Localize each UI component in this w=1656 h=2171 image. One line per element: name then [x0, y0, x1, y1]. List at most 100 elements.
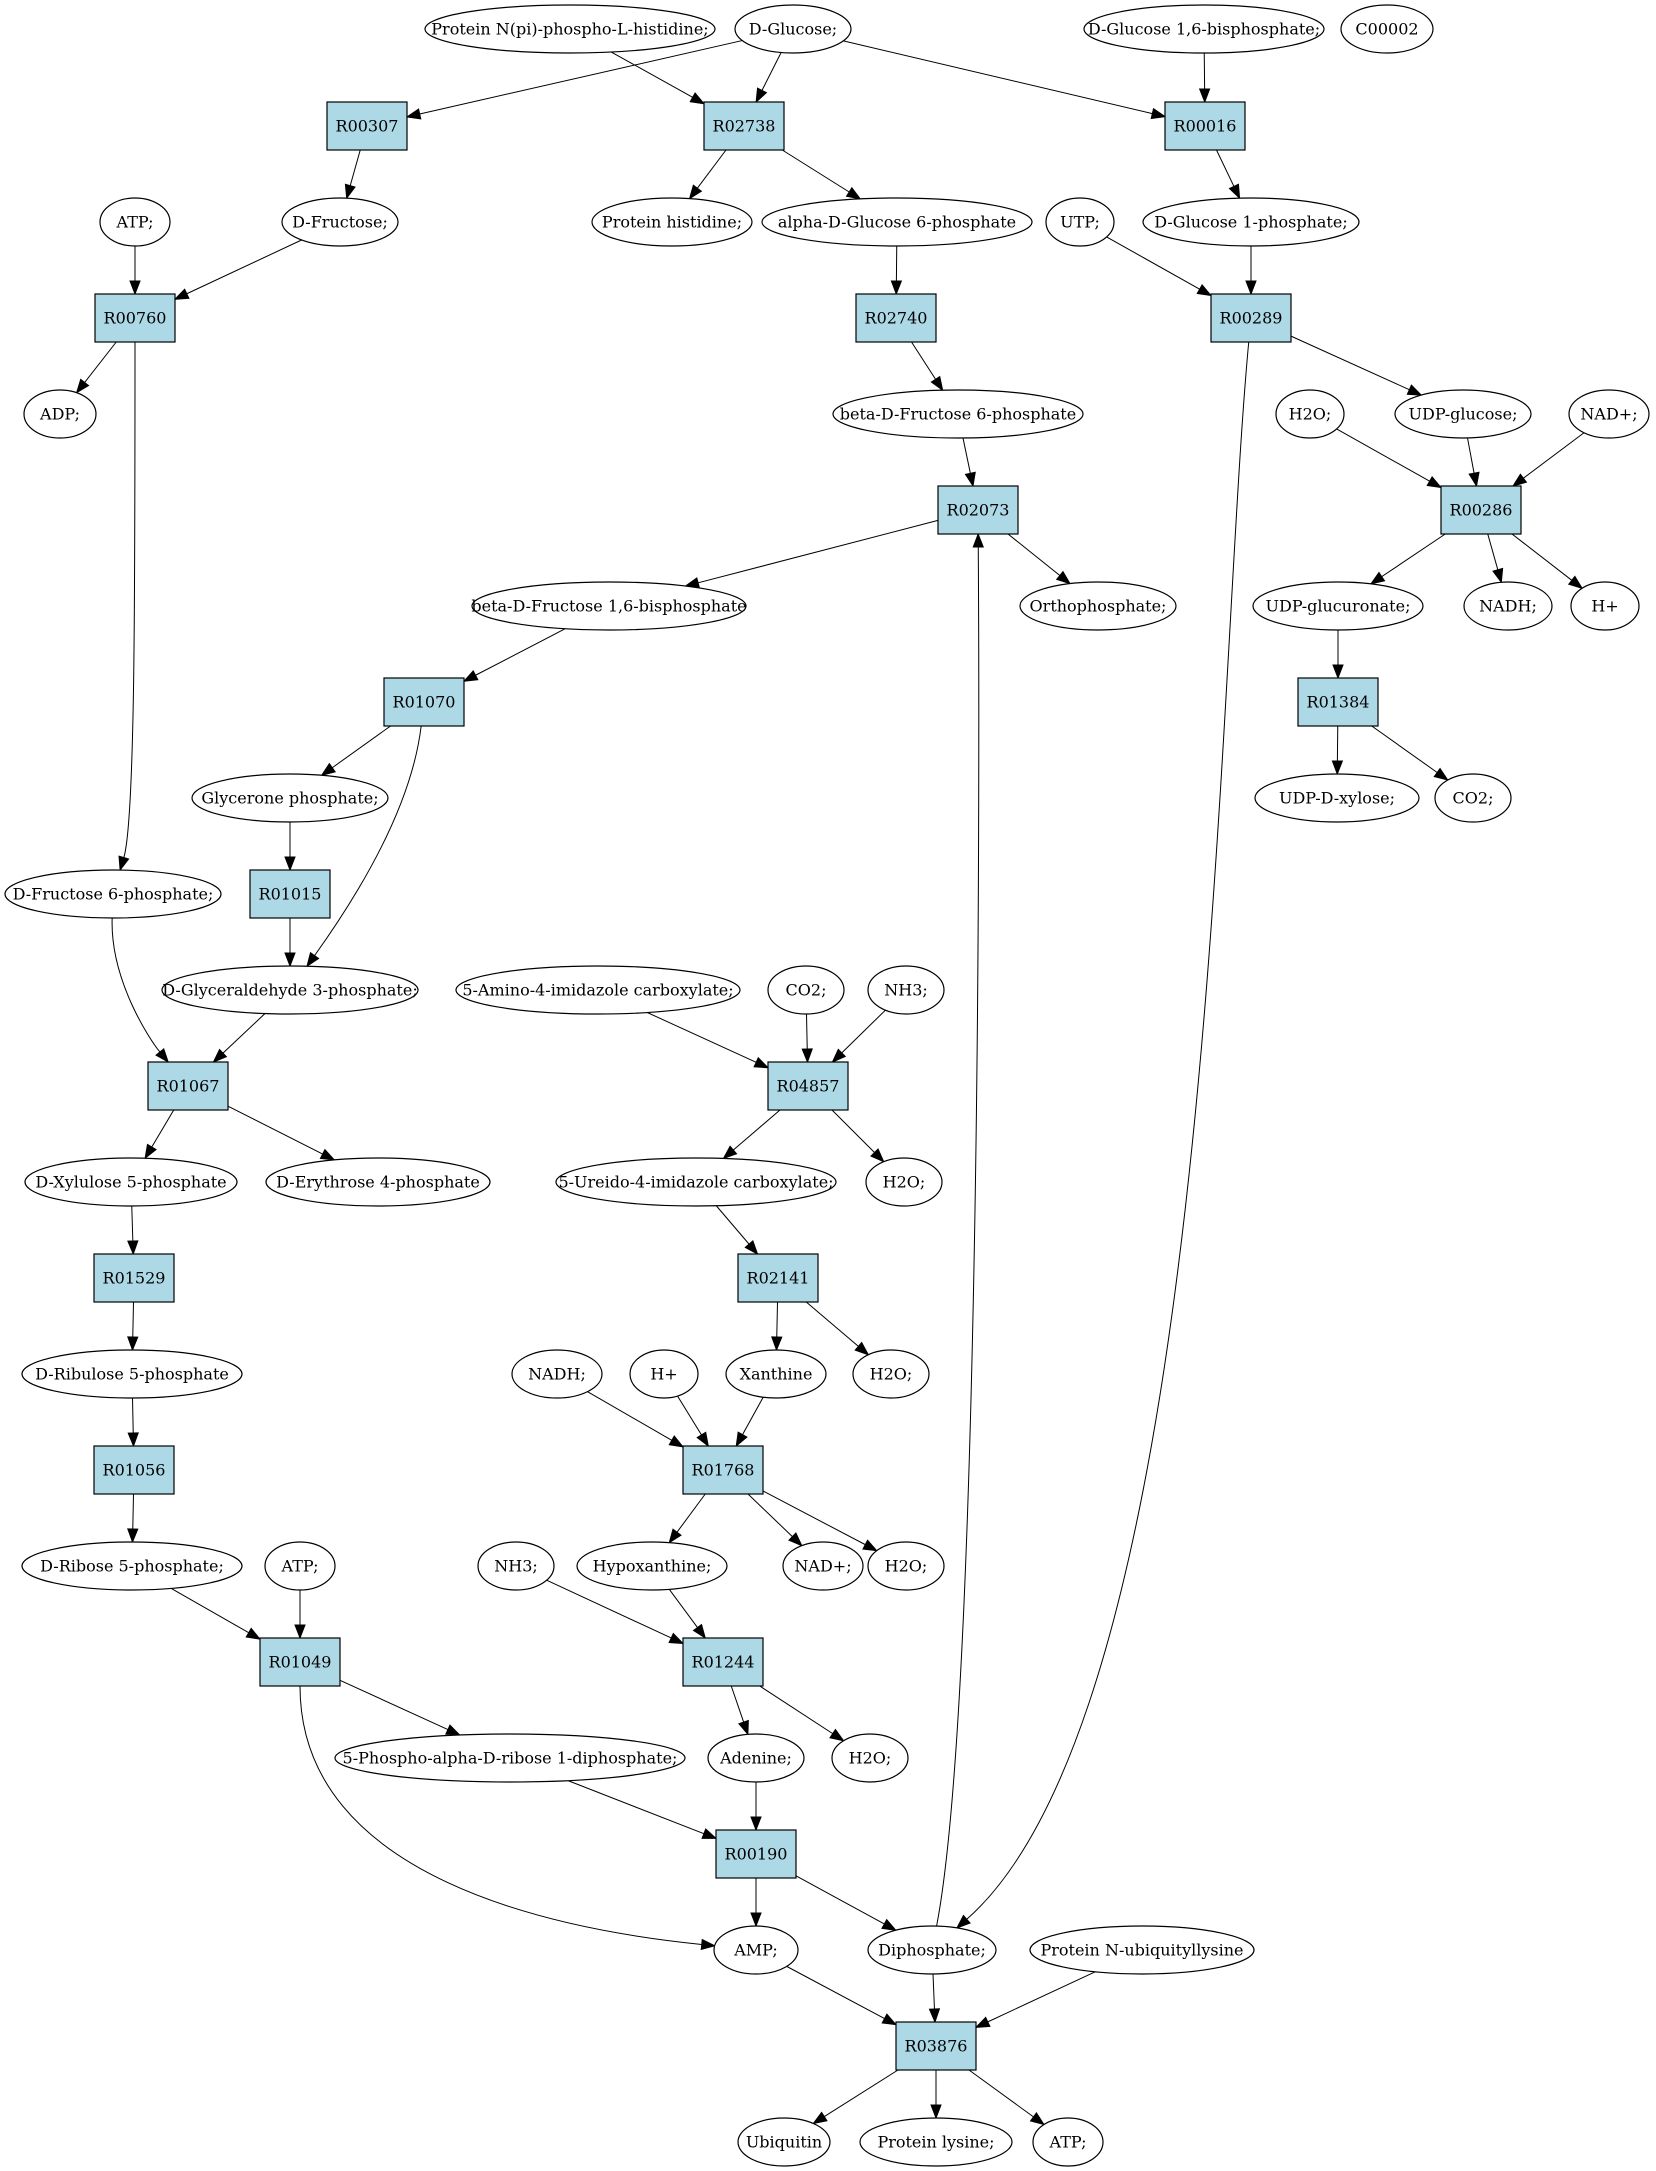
compound-node-n-dx5p[interactable]: D-Xylulose 5-phosphate — [24, 1157, 238, 1207]
compound-ellipse — [264, 1541, 336, 1591]
node-label: D-Ribulose 5-phosphate — [35, 1365, 229, 1384]
compound-node-n-h2o-a[interactable]: H2O; — [1275, 389, 1345, 439]
reaction-box — [1164, 101, 1246, 151]
compound-node-n-adp[interactable]: ADP; — [23, 389, 97, 439]
compound-node-n-protein-his[interactable]: Protein histidine; — [591, 197, 753, 247]
node-label: H2O; — [883, 1173, 926, 1192]
compound-node-n-diphosphate[interactable]: Diphosphate; — [867, 1925, 997, 1975]
reaction-node-r01015[interactable]: R01015 — [249, 869, 331, 919]
reaction-node-r02740[interactable]: R02740 — [855, 293, 937, 343]
compound-node-n-bdf16bp[interactable]: beta-D-Fructose 1,6-bisphosphate — [471, 581, 747, 631]
compound-node-n-dglucose1p[interactable]: D-Glucose 1-phosphate; — [1142, 197, 1360, 247]
compound-node-n-orthophosphate[interactable]: Orthophosphate; — [1019, 581, 1177, 631]
compound-node-n-co2-a[interactable]: CO2; — [1434, 773, 1512, 823]
node-label: R01015 — [259, 885, 322, 904]
reaction-node-r01049[interactable]: R01049 — [259, 1637, 341, 1687]
compound-node-n-protein-nubiq[interactable]: Protein N-ubiquityllysine — [1029, 1925, 1255, 1975]
compound-node-n-h2o-d[interactable]: H2O; — [867, 1541, 945, 1591]
compound-node-n-protein-nphospho[interactable]: Protein N(pi)-phospho-L-histidine; — [424, 4, 716, 54]
compound-ellipse — [1032, 2117, 1104, 2167]
compound-node-n-adg6p[interactable]: alpha-D-Glucose 6-phosphate — [761, 197, 1033, 247]
reaction-node-r01529[interactable]: R01529 — [93, 1253, 175, 1303]
arrowhead-n_adg6p — [845, 186, 862, 200]
compound-node-n-hypoxanthine[interactable]: Hypoxanthine; — [576, 1541, 728, 1591]
compound-node-n-amp[interactable]: AMP; — [713, 1925, 799, 1975]
node-label: D-Glucose; — [749, 20, 837, 39]
reaction-node-r01070[interactable]: R01070 — [383, 677, 465, 727]
reaction-node-r01067[interactable]: R01067 — [147, 1061, 229, 1111]
reaction-node-r02073[interactable]: R02073 — [937, 485, 1019, 535]
compound-node-n-glyceronep[interactable]: Glycerone phosphate; — [191, 773, 389, 823]
arrowhead-r_R01768 — [696, 1431, 709, 1448]
compound-node-n-adenine[interactable]: Adenine; — [707, 1733, 805, 1783]
compound-node-n-nadh-a[interactable]: NADH; — [1463, 581, 1553, 631]
compound-node-n-dribose5p[interactable]: D-Ribose 5-phosphate; — [21, 1541, 243, 1591]
compound-node-n-prpp[interactable]: 5-Phospho-alpha-D-ribose 1-diphosphate; — [334, 1733, 686, 1783]
reaction-node-r00760[interactable]: R00760 — [94, 293, 176, 343]
compound-node-n-bdf6p[interactable]: beta-D-Fructose 6-phosphate — [832, 389, 1084, 439]
compound-ellipse — [1568, 389, 1650, 439]
compound-node-n-atp2[interactable]: ATP; — [264, 1541, 336, 1591]
reaction-node-r00286[interactable]: R00286 — [1440, 485, 1522, 535]
compound-node-n-c00002[interactable]: C00002 — [1340, 4, 1434, 54]
compound-node-n-atp3[interactable]: ATP; — [1032, 2117, 1104, 2167]
node-label: Xanthine — [740, 1365, 813, 1384]
compound-node-n-ubiquitin[interactable]: Ubiquitin — [737, 2117, 831, 2167]
compound-node-n-hplus-b[interactable]: H+ — [629, 1349, 699, 1399]
node-label: D-Erythrose 4-phosphate — [276, 1173, 480, 1192]
compound-node-n-h2o-e[interactable]: H2O; — [831, 1733, 909, 1783]
compound-node-n-dglucose16bp[interactable]: D-Glucose 1,6-bisphosphate; — [1083, 4, 1325, 54]
compound-node-n-uica[interactable]: 5-Ureido-4-imidazole carboxylate; — [555, 1157, 837, 1207]
reaction-node-r00289[interactable]: R00289 — [1210, 293, 1292, 343]
compound-ellipse — [1045, 197, 1115, 247]
edge-r_R00190-to-n_diphosphate — [795, 1875, 885, 1925]
edge-r_R01768-to-n_nadplus_b — [747, 1493, 793, 1538]
reaction-node-r01768[interactable]: R01768 — [682, 1445, 764, 1495]
compound-node-n-udpglucuronate[interactable]: UDP-glucuronate; — [1252, 581, 1424, 631]
compound-node-n-df6p[interactable]: D-Fructose 6-phosphate; — [4, 869, 222, 919]
compound-node-n-xanthine[interactable]: Xanthine — [725, 1349, 827, 1399]
compound-node-n-dr5p-ribulose[interactable]: D-Ribulose 5-phosphate — [21, 1349, 243, 1399]
compound-node-n-de4p[interactable]: D-Erythrose 4-phosphate — [265, 1157, 491, 1207]
edge-n_nadplus_a-to-r_R00286 — [1523, 432, 1585, 479]
compound-node-n-co2-b[interactable]: CO2; — [767, 965, 845, 1015]
reaction-node-r01384[interactable]: R01384 — [1297, 677, 1379, 727]
reaction-node-r00016[interactable]: R00016 — [1164, 101, 1246, 151]
node-label: NH3; — [884, 981, 928, 1000]
arrowhead-n_hypoxanthine — [668, 1528, 682, 1544]
compound-node-n-h2o-b[interactable]: H2O; — [865, 1157, 943, 1207]
compound-node-n-atp1[interactable]: ATP; — [99, 197, 171, 247]
compound-node-n-udpxylose[interactable]: UDP-D-xylose; — [1254, 773, 1420, 823]
compound-node-n-utp[interactable]: UTP; — [1045, 197, 1115, 247]
compound-node-n-nadh-b[interactable]: NADH; — [511, 1349, 603, 1399]
edge-n_nh3_b-to-r_R01244 — [546, 1579, 672, 1639]
edge-n_co2_b-to-r_R04857 — [806, 1013, 808, 1050]
compound-node-n-dfructose[interactable]: D-Fructose; — [281, 197, 399, 247]
edge-n_dg3p-to-r_R01067 — [222, 1013, 266, 1054]
reaction-node-r03876[interactable]: R03876 — [895, 2021, 977, 2071]
compound-node-n-protein-lys[interactable]: Protein lysine; — [859, 2117, 1013, 2167]
compound-node-n-aica[interactable]: 5-Amino-4-imidazole carboxylate; — [455, 965, 741, 1015]
compound-node-n-hplus-a[interactable]: H+ — [1570, 581, 1640, 631]
reaction-node-r04857[interactable]: R04857 — [767, 1061, 849, 1111]
arrowhead-n_udpxylose — [1331, 760, 1344, 776]
compound-node-n-udpglucose[interactable]: UDP-glucose; — [1394, 389, 1532, 439]
compound-node-n-nadplus-b[interactable]: NAD+; — [782, 1541, 864, 1591]
reaction-node-r02738[interactable]: R02738 — [703, 101, 785, 151]
compound-node-n-h2o-c[interactable]: H2O; — [852, 1349, 930, 1399]
reaction-node-r01244[interactable]: R01244 — [682, 1637, 764, 1687]
compound-ellipse — [737, 2117, 831, 2167]
reaction-node-r00307[interactable]: R00307 — [326, 101, 408, 151]
arrowhead-r_R01244 — [668, 1632, 685, 1645]
arrowhead-n_adenine — [738, 1719, 749, 1736]
reaction-box — [715, 1829, 797, 1879]
reaction-node-r01056[interactable]: R01056 — [93, 1445, 175, 1495]
compound-node-n-nadplus-a[interactable]: NAD+; — [1568, 389, 1650, 439]
reaction-box — [703, 101, 785, 151]
compound-node-n-nh3-b[interactable]: NH3; — [477, 1541, 555, 1591]
reaction-node-r02141[interactable]: R02141 — [737, 1253, 819, 1303]
reaction-node-r00190[interactable]: R00190 — [715, 1829, 797, 1879]
compound-node-n-nh3-a[interactable]: NH3; — [867, 965, 945, 1015]
compound-node-n-dg3p[interactable]: D-Glyceraldehyde 3-phosphate; — [161, 965, 419, 1015]
compound-node-n-dglucose[interactable]: D-Glucose; — [734, 4, 852, 54]
